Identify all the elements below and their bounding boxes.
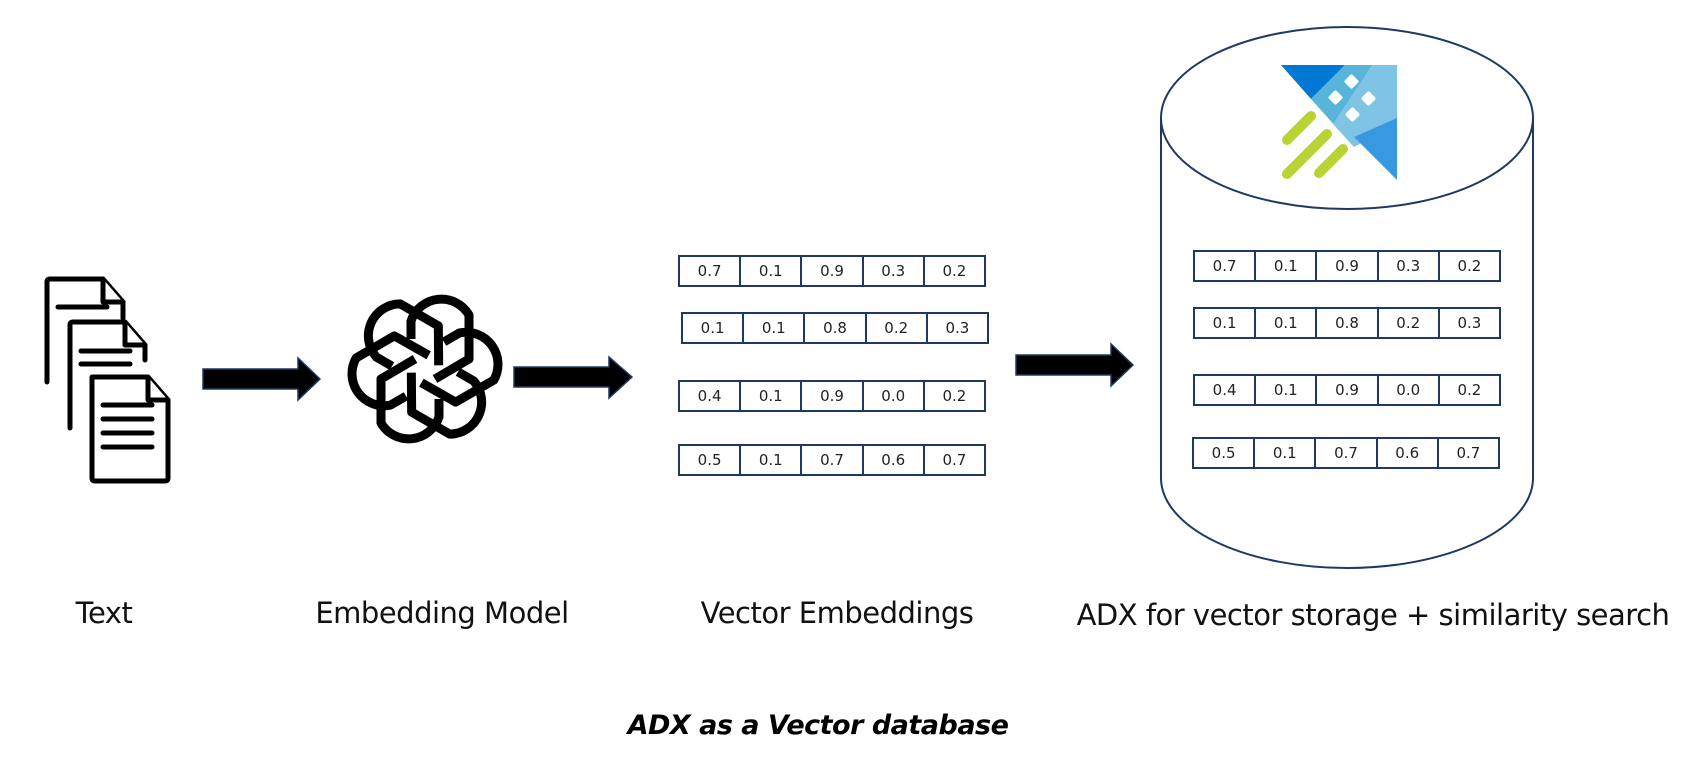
vector-embedding-cell: 0.4 [680, 382, 742, 410]
vector-embedding-cell: 0.9 [802, 257, 864, 285]
vector-embedding-cell: 0.5 [680, 446, 742, 474]
vector-embedding-cell: 0.2 [867, 314, 928, 342]
knot-petal [363, 299, 444, 371]
stored-vector-cell: 0.7 [1316, 439, 1378, 467]
diagram-caption: ADX as a Vector database [627, 710, 1009, 741]
stored-vector-cell: 0.7 [1195, 252, 1257, 280]
adx-logo-icon [1281, 65, 1397, 180]
label-vector-embeddings: Vector Embeddings [700, 596, 974, 630]
vector-embedding-cell: 0.1 [741, 382, 803, 410]
stored-vector-cell: 0.5 [1194, 439, 1256, 467]
stored-vector-cell: 0.1 [1256, 252, 1318, 280]
stored-vector-cell: 0.1 [1256, 376, 1318, 404]
vector-embedding-cell: 0.8 [805, 314, 867, 342]
knot-petal [347, 331, 431, 411]
vector-embedding-cell: 0.9 [802, 382, 864, 410]
arrow-vectors-to-adx [1015, 342, 1135, 388]
stored-vector-cell: 0.2 [1379, 309, 1440, 337]
arrow-text-to-model [202, 356, 322, 402]
label-text: Text [75, 596, 133, 630]
vector-embedding-cell: 0.1 [741, 446, 803, 474]
vector-embedding-cell: 0.2 [942, 262, 967, 280]
knot-petal [406, 367, 487, 439]
vector-embedding-cell: 0.1 [683, 314, 745, 342]
stored-vector-cell: 0.7 [1456, 444, 1481, 462]
vector-embedding-cell: 0.6 [864, 446, 925, 474]
stored-vector-cell: 0.1 [1255, 439, 1317, 467]
stored-vector-cell: 0.6 [1378, 439, 1439, 467]
openai-logo-icon [347, 294, 503, 444]
vector-embedding-cell: 0.7 [942, 451, 967, 469]
vector-embedding-cell: 0.3 [864, 257, 925, 285]
stored-vector-cell: 0.2 [1457, 381, 1482, 399]
document-front [89, 374, 171, 484]
knot-petal [376, 355, 444, 444]
stored-vector-cell: 0.4 [1195, 376, 1257, 404]
vector-embedding-cell: 0.3 [945, 319, 970, 337]
vector-embedding-cell: 0.7 [680, 257, 742, 285]
stored-vector-cell: 0.1 [1256, 309, 1318, 337]
label-embedding-model: Embedding Model [315, 596, 569, 630]
adx-logo-bars [1282, 111, 1348, 179]
stored-vector-cell: 0.0 [1379, 376, 1440, 404]
label-adx: ADX for vector storage + similarity sear… [1076, 598, 1670, 632]
documents-icon [44, 276, 171, 484]
stored-vector-cell: 0.9 [1317, 376, 1379, 404]
vector-embedding-cell: 0.2 [942, 387, 967, 405]
vector-embedding-cell: 0.1 [744, 314, 806, 342]
adx-logo-dots [1328, 74, 1376, 122]
vector-embedding-cell: 0.0 [864, 382, 925, 410]
arrow-model-to-vectors [513, 355, 634, 400]
stored-vector-cell: 0.3 [1457, 314, 1482, 332]
stored-vector-cell: 0.3 [1379, 252, 1440, 280]
vector-embedding-cell: 0.1 [741, 257, 803, 285]
knot-petal [419, 327, 503, 407]
stored-vector-cell: 0.8 [1317, 309, 1379, 337]
stored-vector-cell: 0.2 [1457, 257, 1482, 275]
vector-embedding-cell: 0.7 [802, 446, 864, 474]
stored-vector-cell: 0.1 [1195, 309, 1257, 337]
stored-vector-cell: 0.9 [1317, 252, 1379, 280]
